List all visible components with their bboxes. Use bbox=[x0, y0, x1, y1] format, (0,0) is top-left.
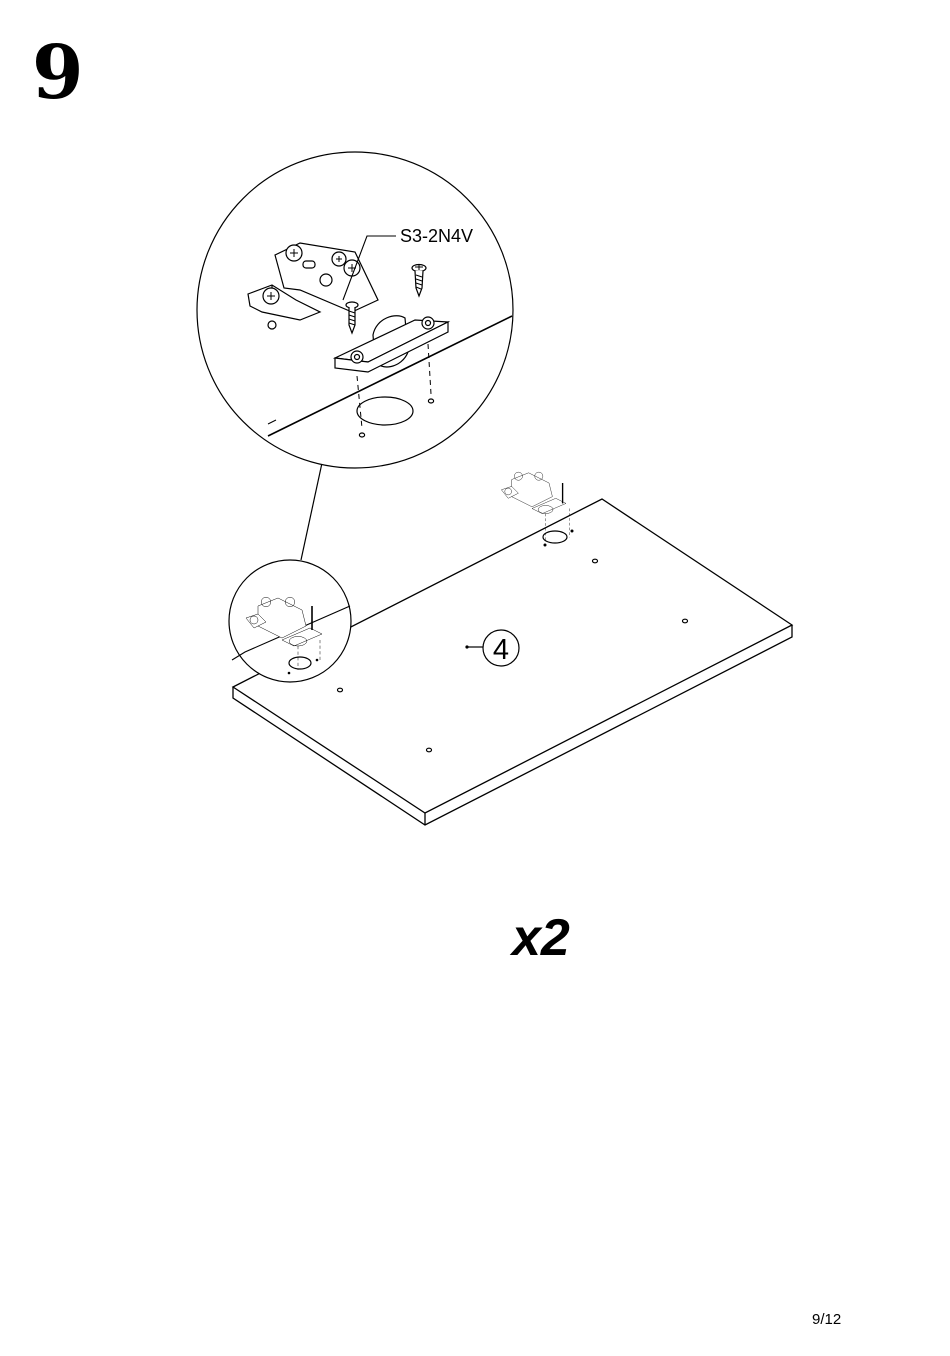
detail-circle-large: S3-2N4V bbox=[197, 152, 513, 468]
page-number: 9/12 bbox=[812, 1312, 841, 1327]
detail-leader-line bbox=[301, 463, 322, 560]
detail-circle-small bbox=[229, 560, 351, 682]
hinge-code-label: S3-2N4V bbox=[400, 226, 473, 246]
quantity-multiplier: x2 bbox=[512, 912, 570, 964]
part-number-label: 4 bbox=[493, 634, 509, 666]
